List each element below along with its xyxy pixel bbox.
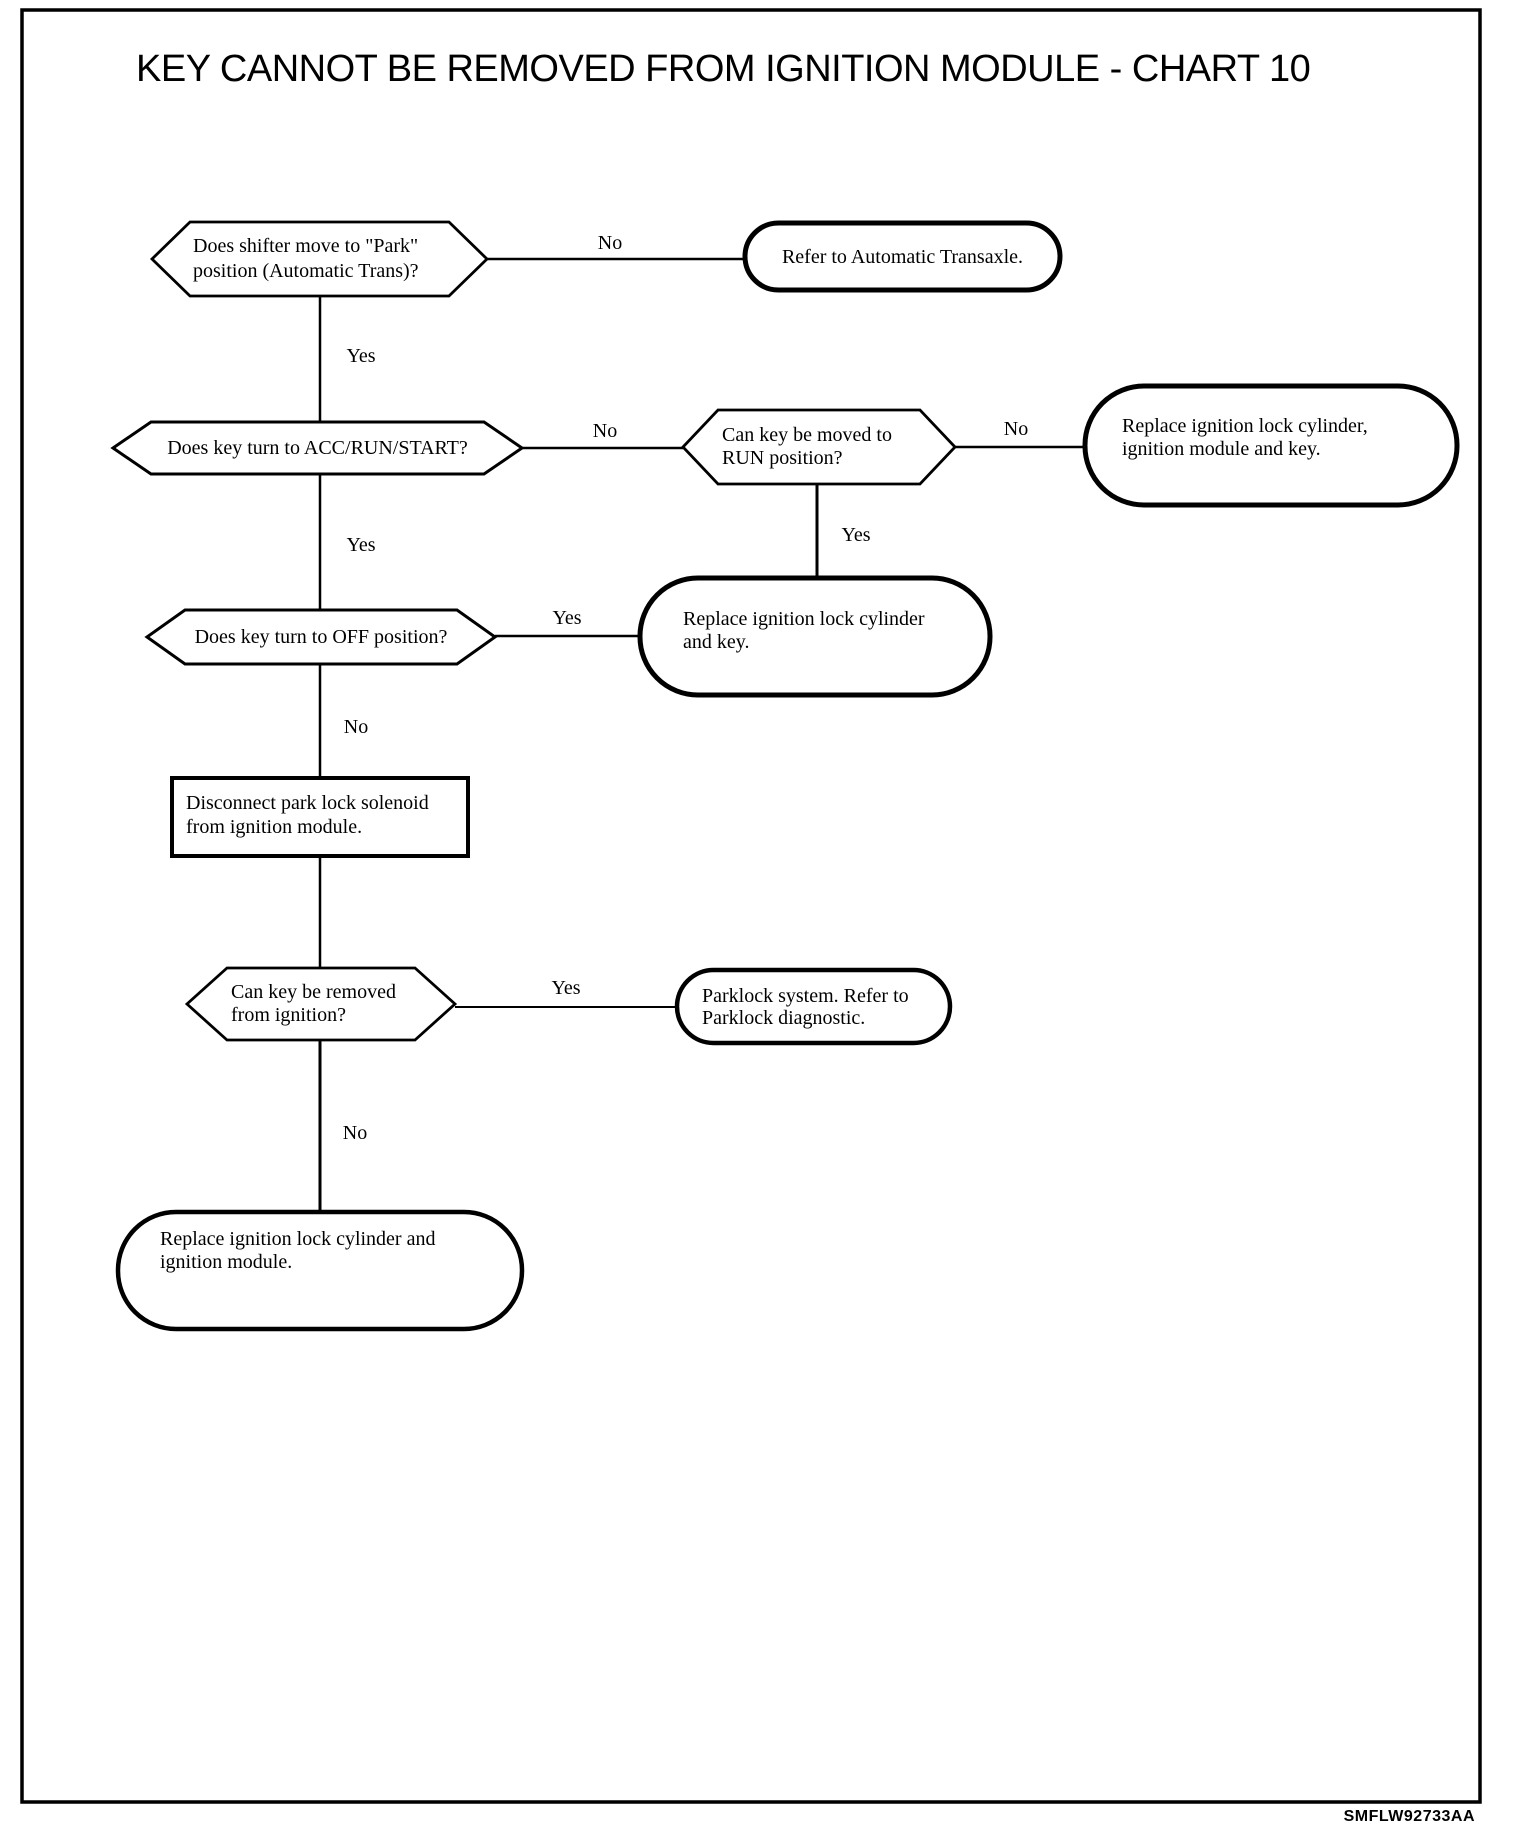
edge-label-keyremoved-no: No (342, 1122, 368, 1144)
decision-key-removed-shape (184, 966, 458, 1042)
edge-label-accrunstart-yes: Yes (346, 534, 376, 556)
terminal-refer-transaxle-label: Refer to Automatic Transaxle. (781, 246, 1024, 268)
edge-label-shifter-yes: Yes (346, 345, 376, 367)
decision-key-acc-run-start-shape (110, 420, 525, 476)
edge-label-keyrun-no: No (1003, 418, 1029, 440)
edge-label-keyoff-no: No (343, 716, 369, 738)
decision-shifter-park-label: Does shifter move to "Park" position (Au… (193, 235, 419, 282)
decision-key-off-shape (144, 608, 498, 666)
terminal-parklock-diagnostic-shape (674, 967, 953, 1046)
edge-label-accrunstart-no: No (592, 420, 618, 442)
page-title: KEY CANNOT BE REMOVED FROM IGNITION MODU… (136, 48, 1311, 90)
process-disconnect-solenoid-label: Disconnect park lock solenoid from ignit… (186, 792, 429, 838)
decision-key-removed-label: Can key be removed from ignition? (231, 981, 396, 1026)
decision-shifter-park-shape (149, 220, 490, 298)
decision-key-off-label: Does key turn to OFF position? (194, 626, 448, 648)
decision-key-run-label: Can key be moved to RUN position? (722, 424, 892, 469)
terminal-replace-cylinder-key-label: Replace ignition lock cylinder and key. (683, 608, 925, 653)
terminal-parklock-diagnostic-label: Parklock system. Refer to Parklock diagn… (702, 985, 909, 1029)
terminal-replace-cylinder-module-shape (115, 1209, 525, 1332)
page-border (20, 8, 1482, 1804)
terminal-replace-cylinder-module-key-shape (1082, 383, 1460, 508)
edge-label-keyremoved-yes: Yes (551, 977, 581, 999)
terminal-refer-transaxle-shape (742, 220, 1063, 293)
terminal-replace-cylinder-module-key-label: Replace ignition lock cylinder, ignition… (1122, 415, 1368, 460)
edge-label-shifter-no: No (597, 232, 623, 254)
decision-key-acc-run-start-label: Does key turn to ACC/RUN/START? (167, 437, 468, 459)
edge-label-keyrun-yes: Yes (841, 524, 871, 546)
edge-label-keyoff-yes: Yes (552, 607, 582, 629)
terminal-replace-cylinder-key-shape (637, 575, 993, 698)
terminal-replace-cylinder-module-label: Replace ignition lock cylinder and ignit… (160, 1228, 436, 1273)
decision-key-run-shape (681, 408, 957, 486)
process-disconnect-solenoid-shape (170, 776, 470, 858)
figure-code: SMFLW92733AA (1343, 1808, 1475, 1825)
